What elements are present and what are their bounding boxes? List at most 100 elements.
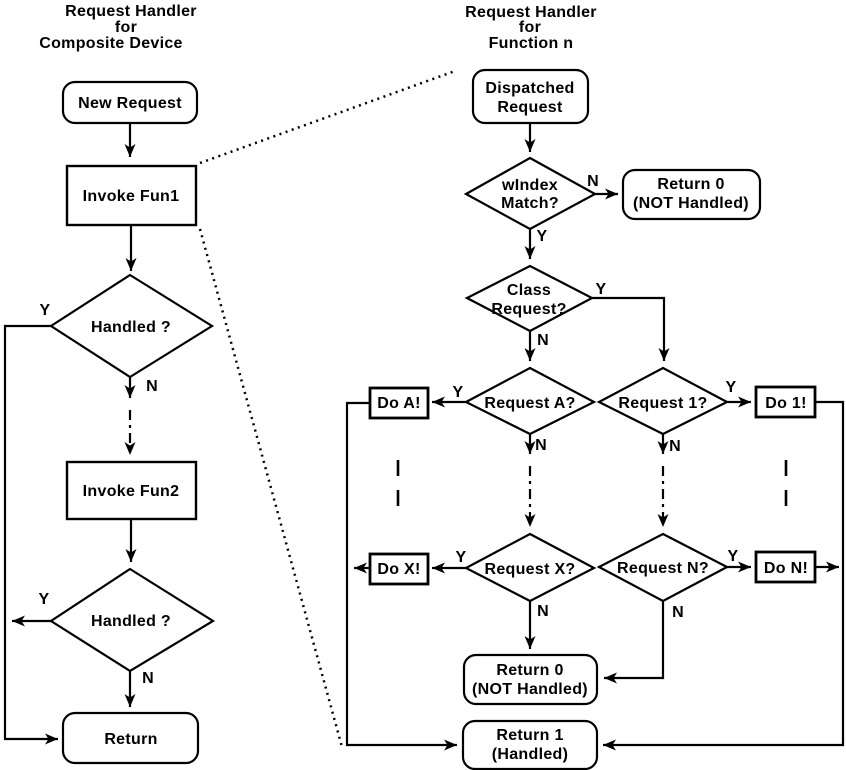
request-n-shape [596,532,730,603]
decision-request-n: Request N? [596,532,730,603]
node-invoke-fun1: Invoke Fun1 [65,164,198,227]
request-1-label: Request 1? [618,395,707,412]
request-a-yes-label: Y [453,384,464,401]
windex-match-label-1: wIndex [501,177,558,194]
node-do-n: Do N! [754,550,817,584]
node-invoke-fun2: Invoke Fun2 [65,460,198,521]
request-x-shape [463,532,597,603]
request-a-no-label: N [535,437,547,454]
class-no-label: N [537,332,549,349]
return1-shape [461,719,599,770]
handled-2-no-label: N [142,670,154,687]
decision-request-1: Request 1? [596,366,730,436]
do-n-shape [754,550,817,584]
handled-2-label: Handled ? [91,613,171,630]
invoke-fun1-shape [65,164,198,227]
decision-handled-2: Handled ? [48,567,216,673]
left-diagram-title: Request Handler for Composite Device [39,3,197,52]
return0-bottom-label-2: (NOT Handled) [472,681,588,698]
node-dispatched-request: Dispatched Request [471,68,590,125]
request-1-yes-label: Y [726,379,737,396]
return0-top-label-1: Return 0 [657,176,724,193]
dispatched-request-label-1: Dispatched [485,80,574,97]
return0-top-shape [621,168,762,221]
right-diagram: Request Handler for Function n [345,4,845,770]
handled-1-no-label: N [146,378,158,395]
do-1-shape [754,385,817,419]
node-return: Return [61,711,200,765]
class-yes-label: Y [596,281,607,298]
return1-label-2: (Handled) [492,746,568,763]
node-do-x: Do X! [368,552,430,586]
left-title-line-1: Request Handler [65,3,197,20]
expansion-dotted-line-bottom [198,228,344,748]
connector-class-yes-request1 [592,296,670,361]
request-a-label: Request A? [484,395,575,412]
do-x-shape [368,552,430,586]
windex-match-shape [463,156,598,231]
return-shape [61,711,200,765]
right-diagram-title: Request Handler for Function n [465,4,597,52]
do-a-shape [368,386,430,420]
windex-no-label: N [587,173,599,190]
left-title-line-3: Composite Device [39,35,183,52]
right-title-line-3: Function n [489,35,574,52]
request-1-shape [596,366,730,436]
do-x-label: Do X! [377,561,420,578]
windex-yes-label: Y [537,228,548,245]
class-request-label-1: Class [507,282,551,299]
do-a-label: Do A! [377,395,421,412]
request-n-no-label: N [672,604,684,621]
return0-bottom-shape [462,653,599,706]
node-return0-bottom: Return 0 (NOT Handled) [462,653,599,706]
dispatched-request-label-2: Request [497,99,563,116]
handled-1-yes-label: Y [40,302,51,319]
decision-windex-match: wIndex Match? [463,156,598,231]
connector-doa-rail-return1 [345,401,457,751]
class-request-shape [464,264,595,333]
return0-bottom-label-1: Return 0 [496,662,563,679]
windex-match-label-2: Match? [501,195,559,212]
invoke-fun2-label: Invoke Fun2 [83,483,180,500]
connector-handled1-yes-rail-return [3,324,58,745]
left-diagram: Request Handler for Composite Device New… [3,3,216,765]
handled-2-yes-label: Y [39,591,50,608]
node-do-1: Do 1! [754,385,817,419]
right-title-line-1: Request Handler [465,4,597,21]
connector-requestn-no-return0 [604,601,665,684]
new-request-shape [61,80,199,125]
return0-top-label-2: (NOT Handled) [633,195,749,212]
request-x-label: Request X? [484,561,575,578]
new-request-label: New Request [78,95,182,112]
dispatched-request-shape [471,68,590,125]
do-1-label: Do 1! [765,395,807,412]
request-n-yes-label: Y [728,548,739,565]
request-1-no-label: N [669,438,681,455]
decision-class-request: Class Request? [464,264,595,333]
return1-label-1: Return 1 [496,727,563,744]
class-request-label-2: Request? [491,301,566,318]
node-do-a: Do A! [368,386,430,420]
return-label: Return [104,731,157,748]
left-title-line-2: for [115,19,137,36]
decision-handled-1: Handled ? [48,273,215,379]
right-title-line-2: for [519,19,541,36]
handled-1-label: Handled ? [91,319,171,336]
request-x-yes-label: Y [456,549,467,566]
request-n-label: Request N? [617,560,709,577]
request-a-shape [463,366,597,436]
request-x-no-label: N [537,603,549,620]
do-n-label: Do N! [764,560,808,577]
invoke-fun2-shape [65,460,198,521]
expansion-dotted-line-top [199,69,456,165]
connector-do1-rail-return1 [603,400,845,751]
decision-request-x: Request X? [463,532,597,603]
invoke-fun1-label: Invoke Fun1 [83,188,180,205]
decision-request-a: Request A? [463,366,597,436]
node-return1: Return 1 (Handled) [461,719,599,770]
handled-1-shape [48,273,215,379]
node-new-request: New Request [61,80,199,125]
node-return0-top: Return 0 (NOT Handled) [621,168,762,221]
